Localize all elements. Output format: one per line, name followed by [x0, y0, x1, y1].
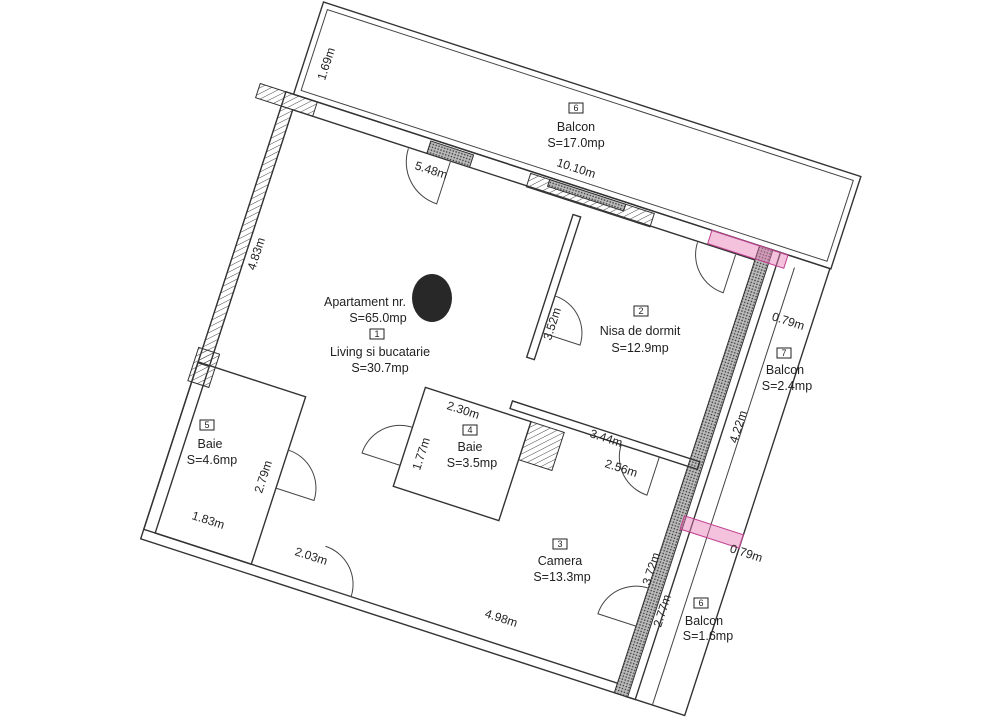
apartment-title: Apartament nr.	[324, 295, 406, 309]
room-name: Balcon	[766, 363, 804, 377]
room-area: S=3.5mp	[447, 456, 497, 470]
room-label-nisa: 2 Nisa de dormit S=12.9mp	[600, 305, 681, 355]
room-label-apartment: Apartament nr. S=65.0mp 1 Living si buca…	[324, 295, 430, 375]
room-label-balcon-top: 6 Balcon S=17.0mp	[547, 102, 605, 150]
room-name: Living si bucatarie	[330, 345, 430, 359]
balcony-rail	[651, 267, 795, 706]
wall-segment	[546, 178, 627, 212]
dimension-label: 1.77m	[409, 436, 433, 472]
room-label-baie-5: 5 Baie S=4.6mp	[187, 419, 237, 467]
dimension-label: 4.98m	[483, 606, 519, 630]
room-name: Baie	[457, 440, 482, 454]
room-label-baie-4: 4 Baie S=3.5mp	[447, 424, 497, 470]
room-name: Balcon	[557, 120, 595, 134]
redaction-blot	[412, 274, 452, 322]
balcony-top-inner	[300, 8, 854, 262]
door-swing	[695, 242, 737, 294]
room-number: 4	[467, 425, 472, 435]
wall-segment	[426, 140, 475, 168]
dimension-label: 2.30m	[445, 398, 481, 422]
dimension-label: 3.44m	[588, 426, 624, 450]
room-number: 5	[204, 420, 209, 430]
dimension-label: 1.69m	[314, 46, 338, 82]
dimension-label: 2.56m	[603, 456, 639, 480]
highlight-wall	[679, 515, 745, 549]
baie-4-walls	[392, 386, 532, 522]
apartment-area: S=65.0mp	[349, 311, 406, 325]
highlight-wall	[707, 229, 789, 269]
baie-5-walls	[142, 361, 307, 566]
room-label-camera: 3 Camera S=13.3mp	[533, 538, 591, 584]
shaft	[517, 421, 565, 472]
door-swing	[618, 444, 660, 496]
room-area: S=2.4mp	[762, 379, 812, 393]
door-swing	[405, 148, 451, 205]
room-area: S=13.3mp	[533, 570, 590, 584]
door-swing	[312, 545, 354, 598]
room-area: S=30.7mp	[351, 361, 408, 375]
room-name: Camera	[538, 554, 583, 568]
dimension-label: 10.10m	[555, 155, 597, 181]
room-name: Baie	[197, 437, 222, 451]
room-area: S=17.0mp	[547, 136, 604, 150]
room-area: S=1.6mp	[683, 629, 733, 643]
room-label-balcon-small: 6 Balcon S=1.6mp	[683, 597, 733, 643]
room-number: 2	[638, 306, 643, 316]
room-area: S=4.6mp	[187, 453, 237, 467]
room-name: Balcon	[685, 614, 723, 628]
dimension-label: 2.79m	[251, 459, 275, 495]
apartment-outer	[139, 90, 782, 701]
wall-left	[197, 105, 294, 368]
shaft	[187, 346, 221, 389]
room-area: S=12.9mp	[611, 341, 668, 355]
room-name: Nisa de dormit	[600, 324, 681, 338]
door-swing	[361, 424, 413, 466]
dimension-label: 0.79m	[770, 309, 806, 333]
dimension-label: 1.83m	[190, 508, 226, 532]
room-number: 7	[781, 348, 786, 358]
dimension-label: 3.52m	[540, 306, 564, 342]
wall-nisa-camera	[509, 400, 701, 471]
room-label-balcon-right: 7 Balcon S=2.4mp	[762, 347, 812, 393]
dimension-label: 5.48m	[413, 158, 449, 182]
wall-living-nisa	[525, 213, 582, 361]
door-swing	[275, 449, 317, 502]
dimension-label: 2.03m	[293, 544, 329, 568]
dimension-label: 4.22m	[726, 409, 750, 445]
plan-geometry	[139, 1, 862, 717]
door-swing	[597, 585, 649, 627]
door-swing	[542, 295, 583, 346]
dimension-label: 0.79m	[728, 541, 764, 565]
room-number: 6	[573, 103, 578, 113]
room-number: 6	[698, 598, 703, 608]
room-number: 3	[557, 539, 562, 549]
room-number: 1	[374, 329, 379, 339]
